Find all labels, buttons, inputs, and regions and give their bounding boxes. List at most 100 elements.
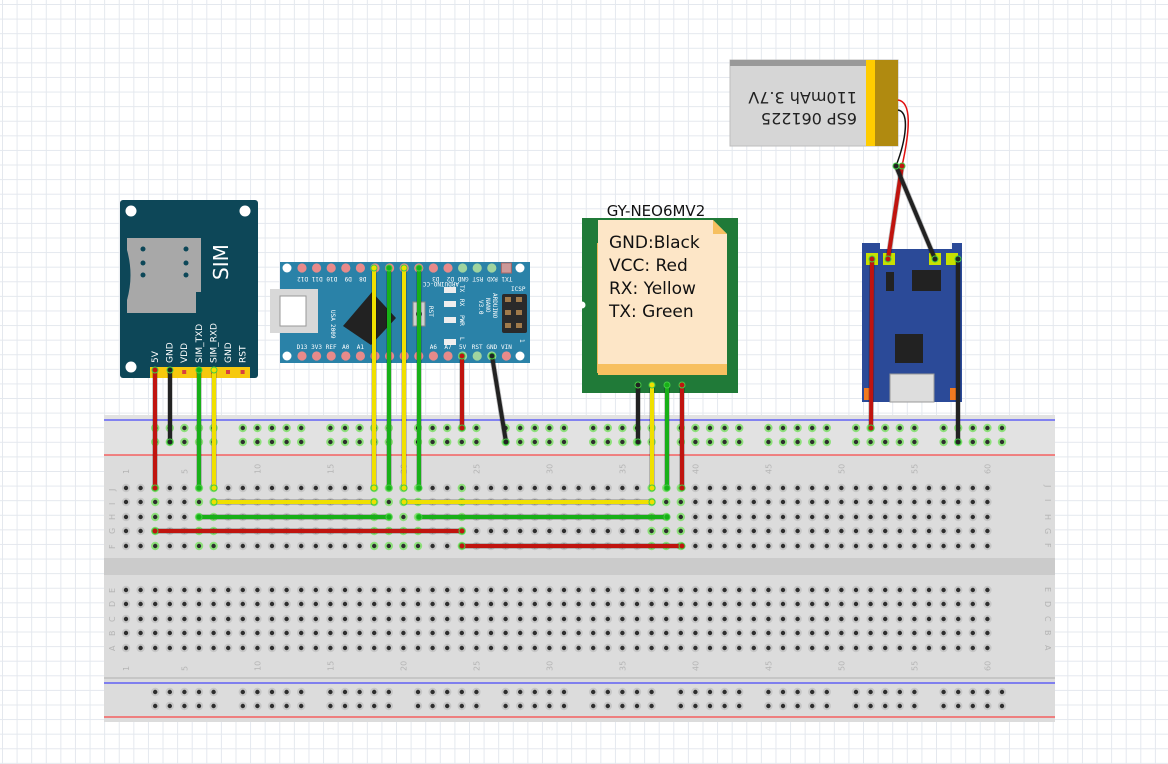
sim-txd-wire[interactable] [195, 366, 203, 492]
hole-D12[interactable] [282, 599, 291, 609]
hole-A32[interactable] [574, 643, 583, 653]
rail-hole-bottom[interactable] [939, 701, 948, 711]
gps-tx-wire[interactable] [663, 381, 671, 492]
hole-E21[interactable] [413, 585, 423, 595]
hole-D41[interactable] [705, 599, 715, 609]
hole-A17[interactable] [355, 643, 364, 653]
rail-hole-bottom[interactable] [180, 687, 189, 697]
hole-A11[interactable] [267, 643, 277, 653]
arduino-pin[interactable] [355, 351, 365, 361]
rail-hole-bottom[interactable] [793, 701, 802, 711]
rail-hole-bottom[interactable] [778, 687, 788, 697]
rail-hole-top[interactable] [793, 437, 802, 447]
hole-E19[interactable] [384, 585, 393, 595]
hole-H51[interactable] [851, 512, 861, 522]
hole-D9[interactable] [238, 599, 247, 609]
rail-hole-bottom[interactable] [194, 701, 204, 711]
rail-hole-top[interactable] [530, 437, 539, 447]
hole-F6[interactable] [194, 541, 204, 551]
hole-C47[interactable] [793, 614, 802, 624]
hole-A6[interactable] [194, 643, 204, 653]
hole-C23[interactable] [443, 614, 452, 624]
hole-J22[interactable] [428, 483, 437, 493]
rail-hole-top[interactable] [939, 423, 948, 433]
hole-A1[interactable] [121, 643, 131, 653]
hole-D50[interactable] [837, 599, 846, 609]
hole-A34[interactable] [603, 643, 612, 653]
arduino-pin[interactable] [501, 351, 511, 361]
hole-D32[interactable] [574, 599, 583, 609]
hole-J50[interactable] [837, 483, 846, 493]
rail-hole-top[interactable] [282, 423, 291, 433]
hole-J8[interactable] [224, 483, 233, 493]
arduino-pin[interactable] [428, 351, 438, 361]
hole-J41[interactable] [705, 483, 715, 493]
hole-H52[interactable] [866, 512, 875, 522]
hole-E10[interactable] [253, 585, 262, 595]
hole-H41[interactable] [705, 512, 715, 522]
rail-hole-bottom[interactable] [370, 701, 379, 711]
hole-A29[interactable] [530, 643, 539, 653]
hole-F52[interactable] [866, 541, 875, 551]
hole-E4[interactable] [165, 585, 174, 595]
hole-J54[interactable] [895, 483, 904, 493]
hole-F11[interactable] [267, 541, 277, 551]
gps-rx-wire[interactable] [648, 381, 656, 492]
rail-hole-bottom[interactable] [866, 701, 875, 711]
rail-hole-top[interactable] [238, 423, 247, 433]
hole-D16[interactable] [340, 599, 350, 609]
rail-hole-bottom[interactable] [267, 687, 277, 697]
hole-C6[interactable] [194, 614, 204, 624]
hole-H53[interactable] [881, 512, 890, 522]
rail-hole-top[interactable] [968, 437, 977, 447]
hole-C7[interactable] [209, 614, 218, 624]
rail-hole-top[interactable] [253, 423, 262, 433]
rail-hole-top[interactable] [691, 437, 700, 447]
hole-J49[interactable] [822, 483, 831, 493]
rail-hole-bottom[interactable] [326, 701, 335, 711]
hole-D53[interactable] [881, 599, 890, 609]
hole-C34[interactable] [603, 614, 612, 624]
hole-C29[interactable] [530, 614, 539, 624]
rail-hole-bottom[interactable] [530, 687, 539, 697]
hole-B30[interactable] [545, 628, 554, 638]
hole-F22[interactable] [428, 541, 437, 551]
rail-hole-bottom[interactable] [516, 701, 525, 711]
hole-E50[interactable] [837, 585, 846, 595]
hole-A35[interactable] [618, 643, 627, 653]
hole-F51[interactable] [851, 541, 861, 551]
arduino-d6-wire[interactable] [385, 264, 393, 492]
rail-hole-top[interactable] [983, 437, 992, 447]
rail-hole-bottom[interactable] [851, 687, 861, 697]
hole-J44[interactable] [749, 483, 758, 493]
rail-hole-bottom[interactable] [910, 687, 919, 697]
arduino-pin[interactable] [297, 351, 307, 361]
hole-A4[interactable] [165, 643, 174, 653]
rail-hole-top[interactable] [851, 437, 861, 447]
hole-F9[interactable] [238, 541, 247, 551]
rail-hole-bottom[interactable] [735, 701, 744, 711]
rail-hole-top[interactable] [895, 437, 904, 447]
hole-H42[interactable] [720, 512, 729, 522]
hole-A48[interactable] [808, 643, 817, 653]
hole-H1[interactable] [121, 512, 131, 522]
hole-G52[interactable] [866, 526, 875, 536]
rail-hole-bottom[interactable] [472, 701, 481, 711]
rail-hole-bottom[interactable] [457, 687, 466, 697]
rail-hole-bottom[interactable] [764, 701, 773, 711]
hole-H58[interactable] [954, 512, 963, 522]
rail-hole-bottom[interactable] [968, 701, 977, 711]
hole-J29[interactable] [530, 483, 539, 493]
hole-C18[interactable] [370, 614, 379, 624]
hole-D60[interactable] [983, 599, 992, 609]
hole-C8[interactable] [224, 614, 233, 624]
rail-hole-bottom[interactable] [209, 687, 218, 697]
hole-B15[interactable] [326, 628, 335, 638]
rail-hole-bottom[interactable] [253, 701, 262, 711]
hole-D35[interactable] [618, 599, 627, 609]
hole-D44[interactable] [749, 599, 758, 609]
hole-J9[interactable] [238, 483, 247, 493]
hole-A20[interactable] [399, 643, 408, 653]
rail-hole-top[interactable] [340, 437, 350, 447]
hole-J60[interactable] [983, 483, 992, 493]
